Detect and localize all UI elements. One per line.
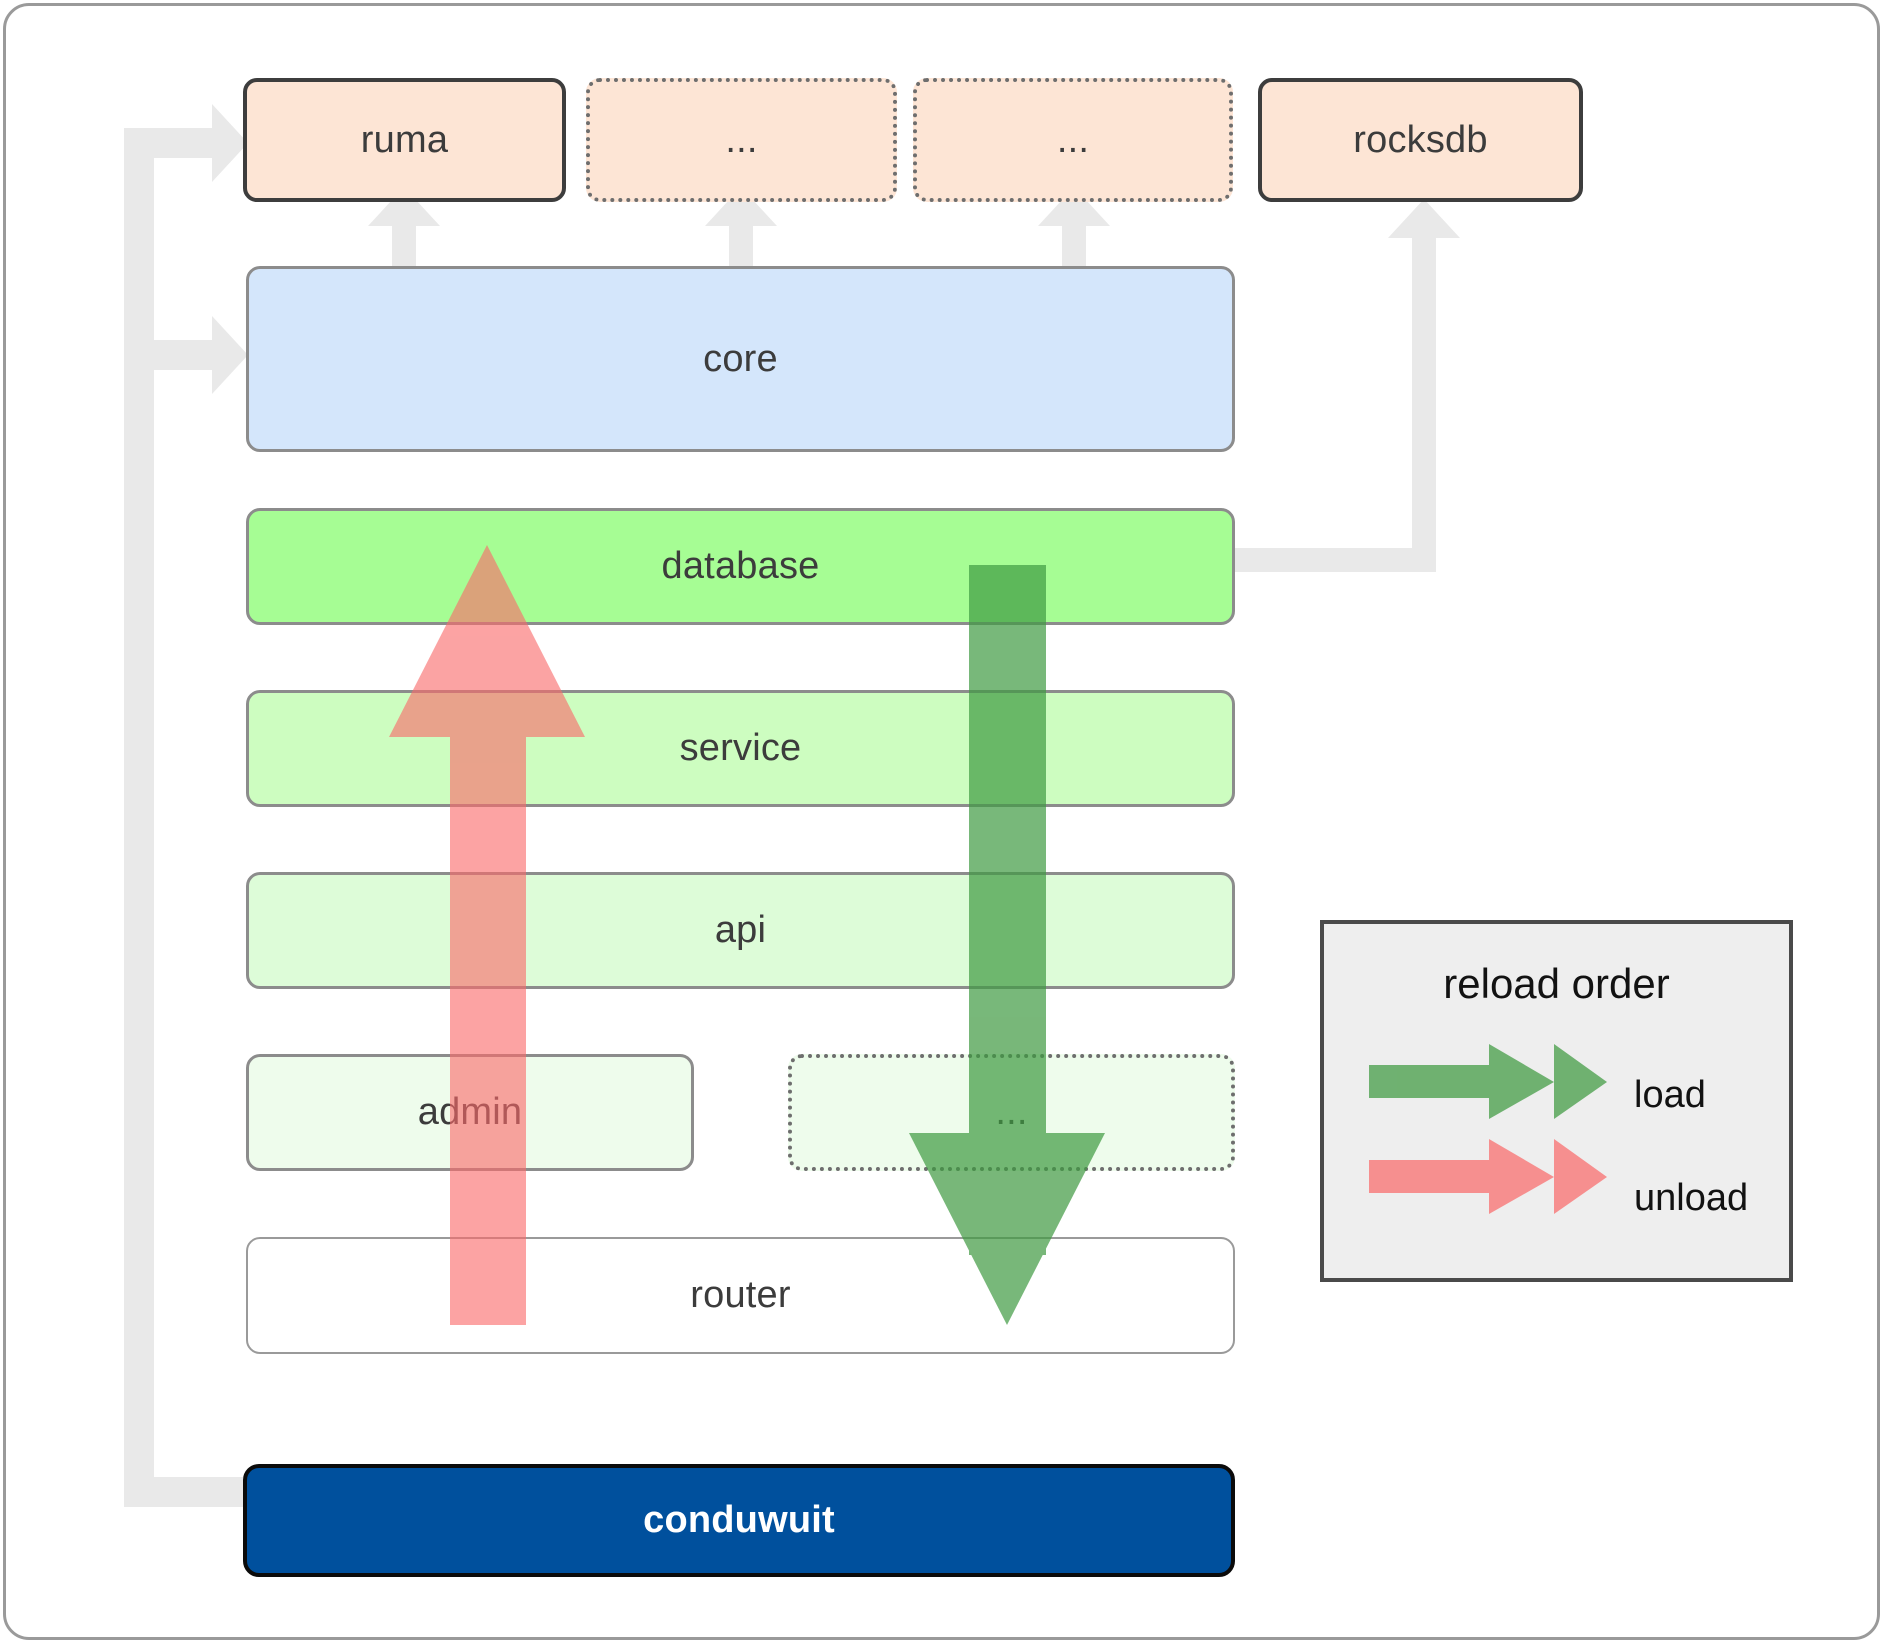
node-dots-3-label: ... xyxy=(995,1091,1028,1133)
node-ruma-label: ruma xyxy=(360,118,449,161)
node-conduwuit-label: conduwuit xyxy=(643,1499,835,1541)
node-admin[interactable]: admin xyxy=(246,1054,694,1171)
legend-box: reload order load unload xyxy=(1320,920,1793,1282)
legend-label-unload: unload xyxy=(1634,1177,1749,1219)
node-rocksdb[interactable]: rocksdb xyxy=(1258,78,1583,202)
node-service[interactable]: service xyxy=(246,690,1235,807)
node-router-label: router xyxy=(690,1274,791,1316)
node-admin-label: admin xyxy=(417,1091,523,1133)
node-dots-3[interactable]: ... xyxy=(788,1054,1235,1171)
node-conduwuit[interactable]: conduwuit xyxy=(243,1464,1235,1577)
node-api[interactable]: api xyxy=(246,872,1235,989)
node-rocksdb-label: rocksdb xyxy=(1353,118,1488,161)
node-core[interactable]: core xyxy=(246,266,1235,452)
node-router[interactable]: router xyxy=(246,1237,1235,1354)
node-dots-1-label: ... xyxy=(725,118,758,161)
node-ruma[interactable]: ruma xyxy=(243,78,566,202)
node-database[interactable]: database xyxy=(246,508,1235,625)
node-service-label: service xyxy=(679,727,802,769)
node-database-label: database xyxy=(661,545,820,587)
legend-load-arrow-icon xyxy=(1369,1044,1607,1119)
node-api-label: api xyxy=(714,909,767,951)
node-core-label: core xyxy=(703,337,778,380)
legend-title: reload order xyxy=(1443,960,1670,1007)
legend-arrow-icons xyxy=(1369,1044,1607,1214)
node-dots-2[interactable]: ... xyxy=(913,78,1233,202)
node-dots-2-label: ... xyxy=(1056,118,1090,161)
legend-unload-arrow-icon xyxy=(1369,1139,1607,1214)
legend-label-load: load xyxy=(1634,1074,1706,1116)
node-dots-1[interactable]: ... xyxy=(586,78,897,202)
